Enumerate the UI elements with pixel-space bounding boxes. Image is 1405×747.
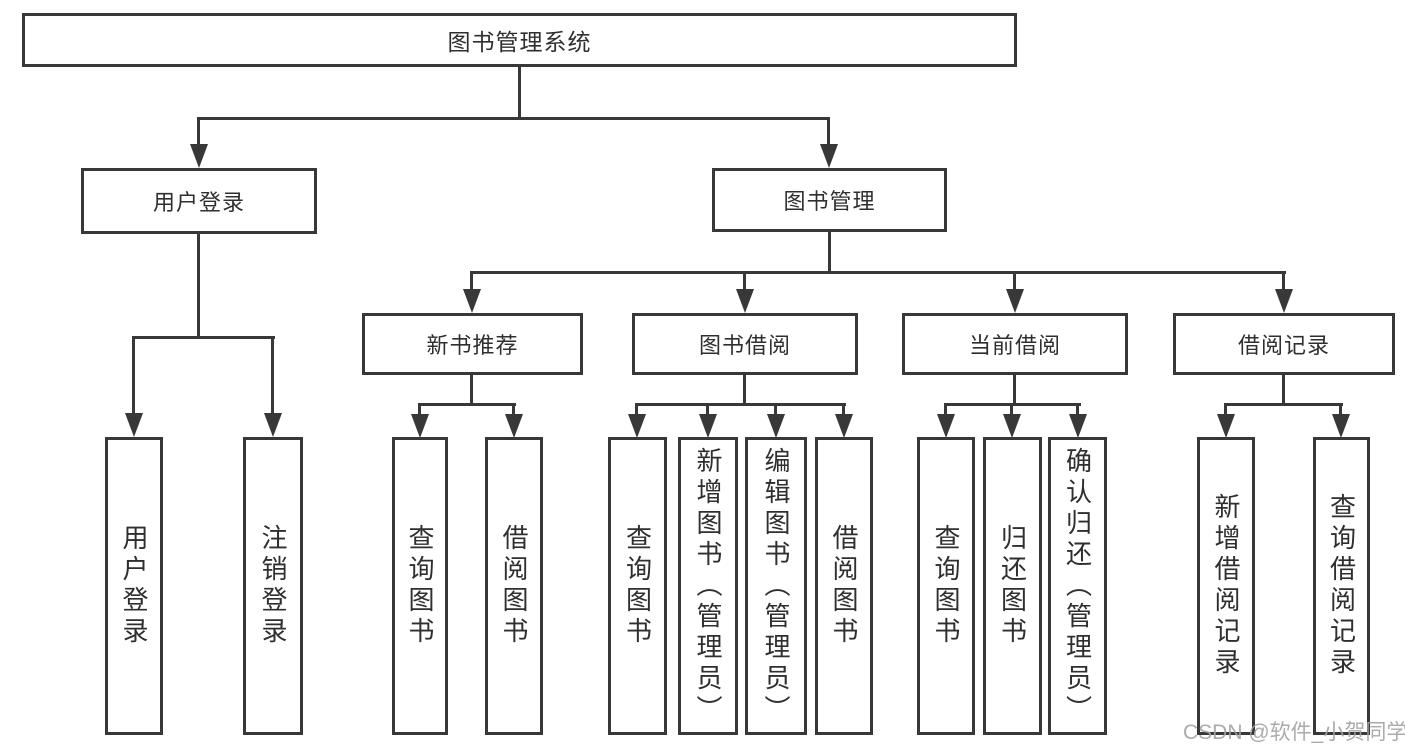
leaf-query-books-3: 查询图书	[917, 437, 975, 735]
connector-line	[470, 271, 473, 293]
connector-line	[271, 336, 274, 416]
node-label: 查询图书	[931, 524, 961, 648]
connector-line	[635, 403, 638, 419]
connector-line	[944, 403, 947, 419]
connector-line	[828, 232, 831, 274]
leaf-user-login: 用户登录	[105, 437, 163, 735]
connector-line	[133, 336, 275, 339]
leaf-query-books-1: 查询图书	[392, 437, 448, 735]
connector-line	[1076, 403, 1079, 419]
leaf-borrow-books-2: 借阅图书	[815, 437, 873, 735]
node-label: 注销登录	[258, 524, 288, 648]
node-label: 借阅记录	[1237, 333, 1330, 358]
connector-line	[1282, 271, 1285, 293]
arrowhead-down-icon	[937, 414, 955, 438]
arrowhead-down-icon	[190, 144, 208, 168]
node-label: 当前借阅	[968, 333, 1061, 358]
node-label: 用户登录	[119, 524, 149, 648]
connector-line	[743, 375, 746, 406]
node-label: 用户登录	[152, 190, 245, 215]
leaf-query-borrow-record: 查询借阅记录	[1313, 437, 1370, 735]
node-library-management-system: 图书管理系统	[22, 13, 1017, 67]
connector-line	[418, 403, 421, 419]
connector-line	[1010, 403, 1013, 419]
node-label: 新书推荐	[426, 333, 519, 358]
connector-line	[774, 403, 777, 419]
connector-line	[197, 117, 200, 148]
connector-line	[1282, 375, 1285, 406]
arrowhead-down-icon	[767, 414, 785, 438]
leaf-logout: 注销登录	[243, 437, 303, 735]
node-book-management: 图书管理	[712, 168, 947, 232]
connector-line	[1013, 375, 1016, 406]
node-label: 确认归还（管理员）	[1062, 446, 1093, 726]
arrowhead-down-icon	[1275, 289, 1293, 313]
connector-line	[1224, 403, 1343, 406]
leaf-return-books: 归还图书	[983, 437, 1042, 735]
node-label: 新增借阅记录	[1211, 493, 1241, 679]
csdn-watermark: CSDN @软件_小贺同学	[1183, 721, 1405, 744]
connector-line	[842, 403, 845, 419]
arrowhead-down-icon	[835, 414, 853, 438]
node-new-book-recommendation: 新书推荐	[362, 313, 583, 375]
connector-line	[518, 67, 521, 118]
node-book-borrowing: 图书借阅	[632, 313, 858, 375]
node-label: 图书管理	[783, 189, 876, 214]
connector-line	[827, 117, 830, 148]
node-label: 图书借阅	[698, 333, 791, 358]
connector-line	[512, 403, 515, 419]
leaf-confirm-return-admin: 确认归还（管理员）	[1048, 437, 1107, 735]
leaf-edit-books-admin: 编辑图书（管理员）	[745, 437, 807, 735]
arrowhead-down-icon	[264, 413, 282, 437]
leaf-add-books-admin: 新增图书（管理员）	[678, 437, 738, 735]
node-label: 借阅图书	[829, 524, 859, 648]
node-label: 归还图书	[997, 524, 1028, 648]
arrowhead-down-icon	[463, 289, 481, 313]
arrowhead-down-icon	[1003, 414, 1021, 438]
connector-line	[743, 271, 746, 293]
arrowhead-down-icon	[1006, 289, 1024, 313]
connector-line	[132, 336, 135, 416]
arrowhead-down-icon	[505, 414, 523, 438]
node-label: 借阅图书	[499, 524, 529, 648]
arrowhead-down-icon	[125, 413, 143, 437]
connector-line	[635, 403, 846, 406]
leaf-query-books-2: 查询图书	[608, 437, 667, 735]
arrowhead-down-icon	[820, 144, 838, 168]
node-label: 编辑图书（管理员）	[761, 446, 791, 726]
node-label: 图书管理系统	[447, 29, 592, 55]
node-label: 查询图书	[405, 524, 435, 648]
node-borrowing-records: 借阅记录	[1173, 313, 1395, 375]
connector-line	[470, 375, 473, 406]
node-label: 新增图书（管理员）	[693, 446, 723, 726]
connector-line	[198, 117, 830, 120]
arrowhead-down-icon	[628, 414, 646, 438]
connector-line	[706, 403, 709, 419]
connector-line	[1339, 403, 1342, 419]
connector-line	[418, 403, 516, 406]
arrowhead-down-icon	[1069, 414, 1087, 438]
connector-line	[197, 234, 200, 339]
arrowhead-down-icon	[736, 289, 754, 313]
arrowhead-down-icon	[1217, 414, 1235, 438]
leaf-add-borrow-record: 新增借阅记录	[1197, 437, 1255, 735]
node-current-borrowing: 当前借阅	[902, 313, 1128, 375]
connector-line	[471, 271, 1286, 274]
connector-line	[1013, 271, 1016, 293]
node-label: 查询借阅记录	[1326, 493, 1357, 679]
leaf-borrow-books-1: 借阅图书	[485, 437, 543, 735]
arrowhead-down-icon	[699, 414, 717, 438]
connector-line	[1224, 403, 1227, 419]
arrowhead-down-icon	[411, 414, 429, 438]
node-user-login: 用户登录	[81, 168, 317, 234]
node-label: 查询图书	[622, 524, 653, 648]
arrowhead-down-icon	[1332, 414, 1350, 438]
